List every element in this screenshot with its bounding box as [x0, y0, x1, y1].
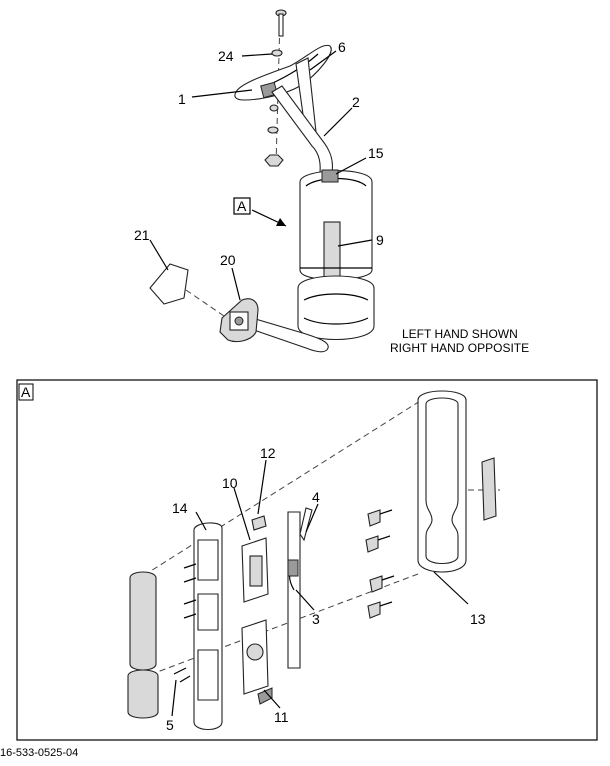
washer-lower-2: [267, 126, 279, 134]
detail-marker-label: A: [21, 384, 31, 400]
washer-24: [271, 49, 283, 57]
callout-11: 11: [274, 709, 289, 725]
mirror-lamp-9: [323, 221, 341, 281]
detail-leaders: [171, 459, 469, 717]
note-line-1: LEFT HAND SHOWN: [402, 327, 518, 341]
cable-4: [299, 507, 313, 542]
clip-set: [365, 509, 395, 619]
lamp-module-11: [241, 619, 269, 695]
lens-lower: [127, 669, 159, 719]
base-bracket-20: [219, 298, 259, 343]
plate-21: [149, 263, 189, 305]
nut: [264, 154, 284, 167]
callout-13: 13: [470, 611, 486, 627]
figure-reference: 16-533-0525-04: [0, 747, 78, 759]
callout-21: 21: [134, 227, 150, 243]
detail-assembly: [127, 390, 500, 731]
mirror-head: [297, 169, 375, 340]
callout-1: 1: [178, 91, 186, 107]
part-12: [251, 515, 267, 531]
note-line-2: RIGHT HAND OPPOSITE: [390, 341, 529, 355]
view-marker-label: A: [237, 198, 247, 214]
callout-20: 20: [220, 252, 236, 268]
lower-clip: [257, 687, 273, 705]
upper-assembly: [149, 9, 375, 353]
lamp-module-10: [241, 537, 269, 603]
view-marker-box: [233, 197, 251, 215]
detail-frame: [16, 379, 598, 741]
callout-10: 10: [222, 475, 238, 491]
callout-15: 15: [368, 145, 384, 161]
screws-left: [173, 563, 197, 683]
callout-24: 24: [218, 48, 234, 64]
callout-3: 3: [312, 611, 320, 627]
lower-arm: [247, 317, 329, 353]
side-lamp: [481, 457, 497, 521]
callout-5: 5: [166, 717, 174, 733]
top-screw: [275, 9, 287, 37]
plate-dash-line: [185, 289, 225, 317]
washer-lower: [269, 104, 279, 112]
lower-mirror: [297, 275, 375, 340]
upper-leaders: [149, 50, 373, 301]
callout-2: 2: [352, 94, 360, 110]
detail-marker-box: [18, 383, 34, 401]
callout-12: 12: [260, 445, 276, 461]
frame-14: [193, 522, 223, 731]
callout-4: 4: [312, 489, 320, 505]
callout-6: 6: [338, 39, 346, 55]
callout-14: 14: [172, 500, 188, 516]
lens-upper: [129, 571, 157, 671]
callout-9: 9: [376, 232, 384, 248]
